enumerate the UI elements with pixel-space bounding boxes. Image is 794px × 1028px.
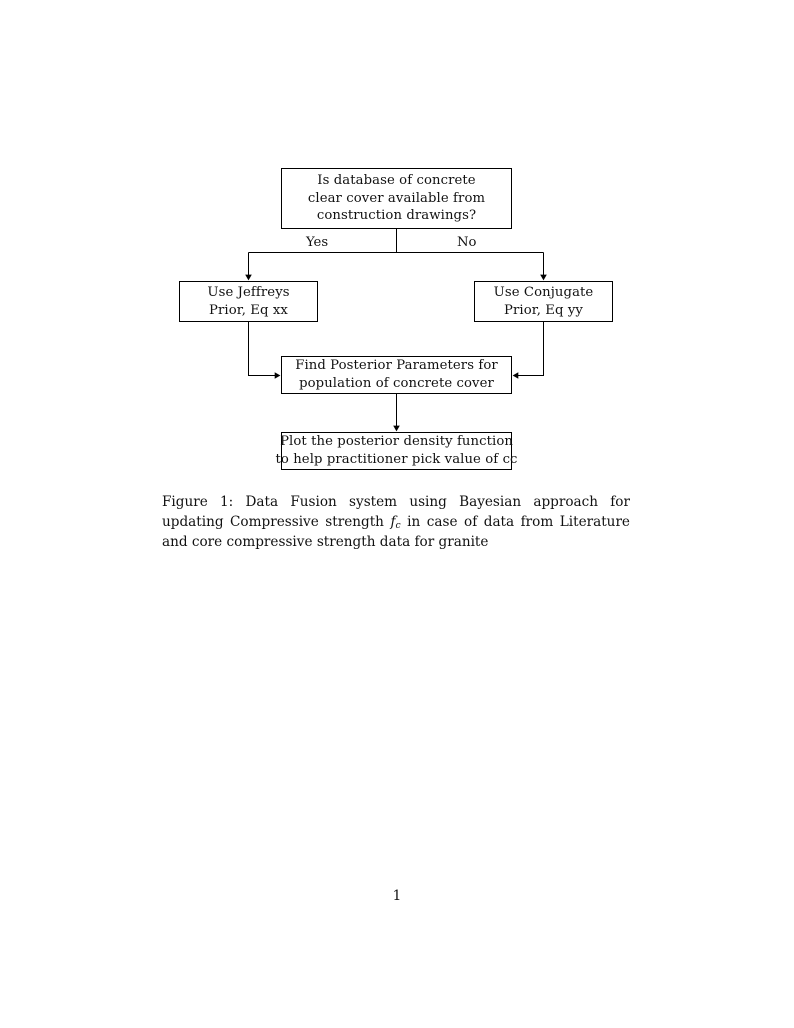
edge-label-no: No xyxy=(457,235,477,250)
decision-node: Is database of concrete clear cover avai… xyxy=(281,168,512,229)
jeffreys-prior-node: Use Jeffreys Prior, Eq xx xyxy=(179,281,318,322)
jeffreys-prior-node-line-1: Use Jeffreys xyxy=(207,284,290,300)
plot-density-node-line-1: Plot the posterior density function xyxy=(280,434,513,450)
page-number: 1 xyxy=(392,888,402,904)
figure-caption-math-variable: fc xyxy=(390,513,401,531)
find-posterior-node-line-1: Find Posterior Parameters for xyxy=(295,358,498,374)
find-posterior-node-line-2: population of concrete cover xyxy=(299,376,494,391)
decision-node-line-3: construction drawings? xyxy=(316,208,477,224)
figure-caption-text-after-math: in case of data from Literature and core… xyxy=(162,513,630,550)
figure-caption: Figure 1: Data Fusion system using Bayes… xyxy=(162,493,630,553)
decision-node-line-2: clear cover available from xyxy=(307,190,486,206)
conjugate-prior-node-line-1: Use Conjugate xyxy=(493,284,594,300)
math-base-symbol: f xyxy=(390,513,396,530)
plot-density-node: Plot the posterior density function to h… xyxy=(275,432,517,470)
find-posterior-node: Find Posterior Parameters for population… xyxy=(281,356,512,394)
conjugate-prior-node: Use Conjugate Prior, Eq yy xyxy=(474,281,613,322)
math-subscript: c xyxy=(395,519,401,531)
edge-label-yes: Yes xyxy=(306,235,329,250)
flowchart-connectors xyxy=(245,229,547,432)
figure-caption-text-before-math: Data Fusion system using Bayesian approa… xyxy=(162,494,630,530)
connector-jeffreys-to-posterior xyxy=(247,322,281,379)
plot-density-node-line-2: to help practitioner pick value of cc xyxy=(275,452,518,467)
connector-conjugate-to-posterior xyxy=(512,322,545,379)
flowchart: Is database of concrete clear cover avai… xyxy=(0,0,794,490)
decision-node-line-1: Is database of concrete xyxy=(317,172,476,188)
jeffreys-prior-node-line-2: Prior, Eq xx xyxy=(209,302,288,318)
conjugate-prior-node-line-2: Prior, Eq yy xyxy=(504,302,583,318)
figure-caption-label: Figure 1: xyxy=(162,494,234,510)
